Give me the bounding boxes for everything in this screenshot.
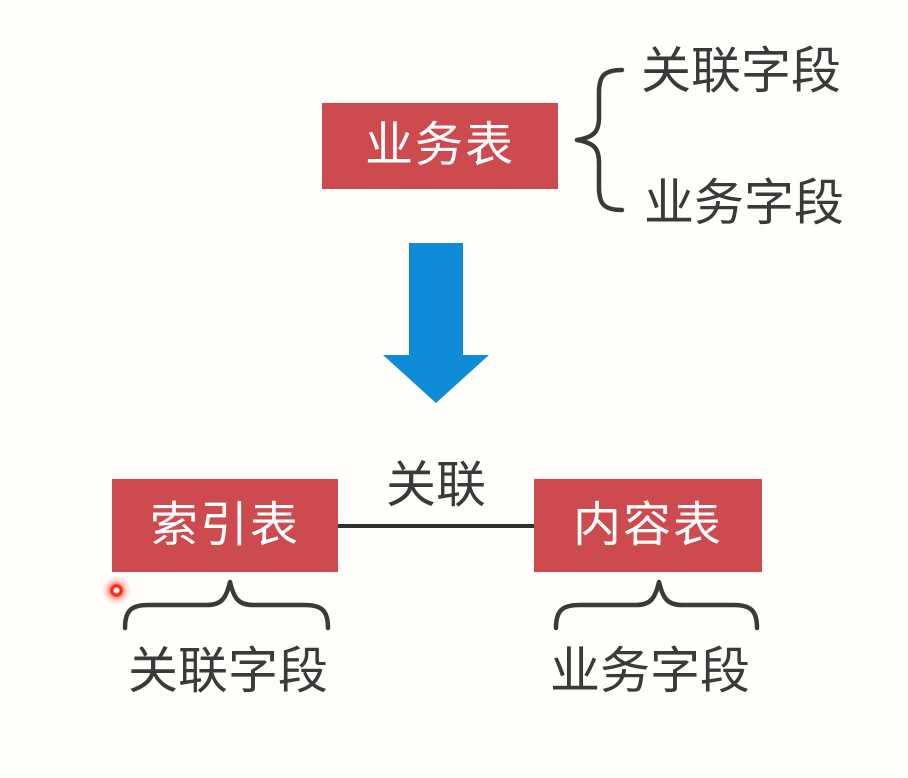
down-arrow-icon — [383, 243, 489, 403]
content-table-box: 内容表 — [534, 479, 762, 572]
business-table-box: 业务表 — [322, 103, 558, 189]
under-brace-right-icon — [553, 579, 760, 631]
curly-brace-right-icon — [574, 67, 625, 213]
label-relation-field-bottom: 关联字段 — [128, 643, 328, 699]
label-relation: 关联 — [386, 457, 486, 513]
label-business-field-top: 业务字段 — [644, 175, 844, 231]
index-table-box: 索引表 — [112, 479, 338, 572]
label-relation-field-top: 关联字段 — [641, 43, 841, 99]
under-brace-left-icon — [122, 579, 331, 631]
label-business-field-bottom: 业务字段 — [550, 643, 750, 699]
laser-pointer-dot — [101, 575, 132, 606]
